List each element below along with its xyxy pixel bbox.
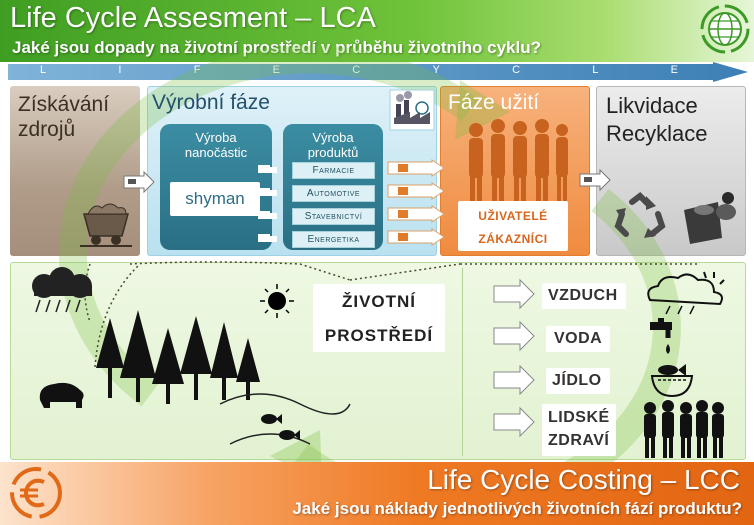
recycle-icon (614, 192, 666, 238)
product-construction: Stavebnictví (292, 208, 375, 225)
truck-icons (258, 165, 277, 242)
recycle-globe-icon (700, 4, 750, 54)
dotted-flow-lines (84, 261, 700, 368)
title-line: Recyklace (606, 121, 708, 146)
rain-cloud-icon (32, 267, 92, 313)
lc-letter: L (592, 64, 601, 76)
lc-letter: F (193, 64, 203, 76)
lc-letter: L (40, 64, 49, 76)
customers-label: ZÁKAZNÍCI (478, 232, 548, 246)
euro-cycle-icon (10, 467, 62, 519)
impact-health-line2: ZDRAVÍ (548, 432, 610, 449)
mine-cart-icon (80, 203, 132, 247)
truck-arrow-icon (579, 168, 611, 192)
environment-divider (462, 268, 463, 456)
title-line: Likvidace (606, 93, 698, 118)
title-line: zdrojů (18, 118, 76, 141)
environment-label-line2: PROSTŘEDÍ (324, 326, 434, 345)
product-energy: Energetika (292, 231, 375, 248)
bear-icon (39, 382, 84, 408)
lcc-subtitle: Jaké jsou náklady jednotlivých životních… (292, 499, 742, 518)
impact-food: JÍDLO (552, 372, 602, 389)
label-line: Výroba (312, 130, 354, 145)
users-label: UŽIVATELÉ (478, 209, 548, 223)
users-label-box (458, 201, 568, 251)
environment-label-box (313, 284, 445, 352)
lca-subtitle: Jaké jsou dopady na životní prostředí v … (12, 38, 541, 57)
nano-production-label: Výroba nanočástic (160, 130, 272, 160)
lc-letter: I (118, 64, 124, 76)
impact-box-food (546, 368, 610, 394)
impact-arrows (493, 278, 535, 438)
lc-letter: C (512, 64, 523, 76)
label-line: Výroba (195, 130, 237, 145)
trash-icon (684, 192, 736, 244)
river-icon (219, 393, 351, 445)
lc-letter: E (272, 64, 283, 76)
truck-arrows-to-use (387, 159, 445, 246)
impact-box-water (546, 326, 610, 352)
title-line: Získávání (18, 93, 110, 116)
product-pharma: Farmacie (292, 162, 375, 179)
impact-water: VODA (554, 330, 603, 347)
fish-bowl-icon (650, 364, 694, 398)
people-silhouettes-icon (469, 119, 568, 204)
lc-letter: E (670, 64, 680, 76)
lc-letter: C (352, 64, 363, 76)
lcc-footer: Life Cycle Costing – LCC Jaké jsou nákla… (0, 462, 754, 525)
life-cycle-arrow (8, 62, 748, 82)
product-production-label: Výroba produktů (283, 130, 383, 160)
people-group-icon (644, 400, 724, 458)
lcc-title: Life Cycle Costing – LCC (427, 464, 740, 495)
label-line: nanočástic (184, 145, 248, 160)
impact-air: VZDUCH (548, 287, 618, 304)
truck-arrow-icon (123, 170, 155, 194)
factory-icon (389, 89, 435, 131)
product-automotive: Automotive (292, 185, 375, 202)
lca-header: Life Cycle Assesment – LCA Jaké jsou dop… (0, 0, 754, 62)
impact-box-health (542, 404, 616, 456)
forest-icon (96, 310, 260, 404)
impact-health-line1: LIDSKÉ (548, 409, 610, 426)
environment-label-line1: ŽIVOTNÍ (341, 292, 417, 311)
label-line: produktů (307, 145, 359, 160)
fish-icon (279, 430, 300, 440)
fish-icon (261, 414, 282, 424)
phase-title-production: Výrobní fáze (152, 91, 270, 114)
life-cycle-label: L I F E C Y C L E (40, 64, 680, 80)
shyman-logo: shyman (170, 182, 260, 216)
phase-title-use: Fáze užití (448, 91, 540, 114)
sun-icon (260, 284, 294, 318)
phase-title-extraction: Získávání zdrojů (18, 92, 109, 142)
impact-box-air (542, 283, 626, 309)
storm-cloud-icon (647, 271, 725, 315)
water-tap-icon (650, 318, 672, 354)
phase-title-disposal: Likvidace Recyklace (606, 92, 707, 148)
lca-title: Life Cycle Assesment – LCA (10, 2, 376, 34)
lc-letter: Y (432, 64, 442, 76)
